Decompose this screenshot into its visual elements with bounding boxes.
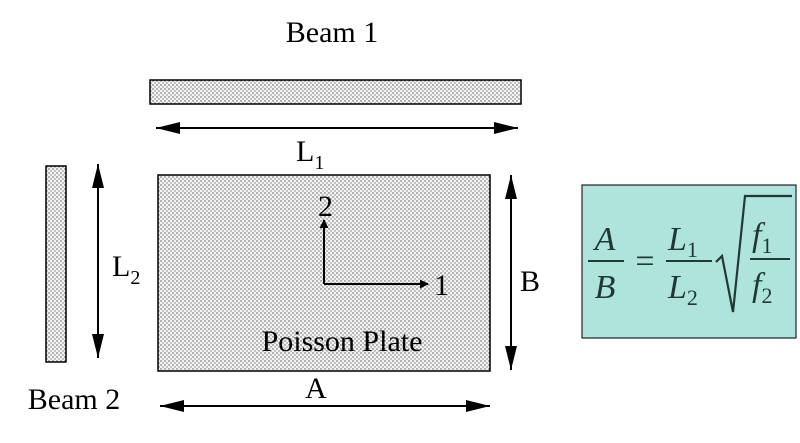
- axis-2-label: 2: [318, 190, 333, 223]
- formula-lhs-numerator: A: [593, 221, 616, 258]
- formula-rhs-den-letter: L: [667, 269, 687, 306]
- plate-label: Poisson Plate: [262, 325, 423, 358]
- formula-box: A B = L1 L2 f1 f2: [581, 184, 797, 339]
- l2-label: L2: [112, 250, 140, 289]
- l1-letter: L: [296, 135, 314, 168]
- formula-rhs-denominator: L2: [667, 269, 698, 310]
- formula-rhs-den-subscript: 2: [687, 285, 698, 310]
- l1-subscript: 1: [314, 152, 324, 174]
- formula-lhs-denominator: B: [595, 269, 616, 306]
- formula-root-den-subscript: 2: [761, 283, 772, 308]
- a-label: A: [305, 372, 327, 405]
- formula-rhs-numerator: L1: [667, 221, 698, 262]
- beam-1-label: Beam 1: [286, 16, 378, 49]
- axis-1-label: 1: [434, 269, 449, 302]
- formula-root-num-subscript: 1: [761, 233, 772, 258]
- formula-rhs-num-subscript: 1: [687, 237, 698, 262]
- beam-2: [45, 165, 67, 363]
- formula-square-root-sign: [715, 194, 792, 313]
- formula-rhs-num-letter: L: [667, 221, 687, 258]
- formula-equals: =: [635, 243, 654, 280]
- l2-letter: L: [112, 250, 130, 283]
- beam-1: [149, 79, 522, 105]
- beam-2-label: Beam 2: [28, 383, 120, 416]
- l1-label: L1: [296, 135, 324, 174]
- b-label: B: [520, 265, 540, 298]
- l2-subscript: 2: [130, 267, 140, 289]
